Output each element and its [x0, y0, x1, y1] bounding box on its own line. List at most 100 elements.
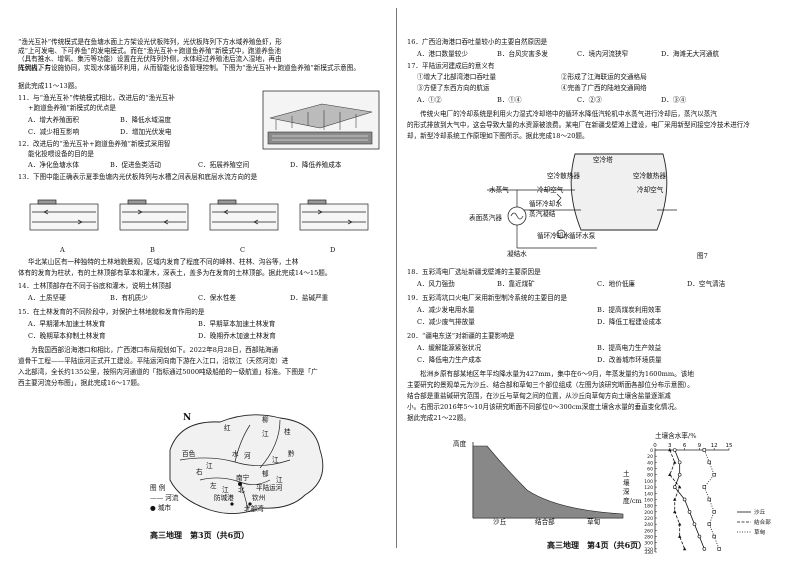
q13-label-a: A [60, 246, 65, 254]
q19-stem: 19．五彩湾坑口火电厂采用新型制冷系统的主要目的是 [407, 294, 568, 302]
map-label-he: 河 [244, 452, 251, 460]
q17-item-2: ②形成了江海联运的交通格局 [561, 73, 647, 81]
q14-stem: 14．土林顶部存在不同于谷底和灌木，说明土林顶部 [18, 282, 172, 290]
map-label-hong: 红 [224, 424, 231, 432]
map-label-bei: 北 [238, 486, 245, 494]
diagram-label-radiator-left: 空冷散热器 [547, 172, 580, 180]
map-label-zuo-jiang: 江 [222, 486, 229, 494]
q14-option-b: B．有机质少 [110, 294, 148, 302]
q15-option-d: D．晚期乔木加速土林发育 [198, 332, 276, 340]
q12-option-c: C．拓展养殖空间 [198, 161, 250, 169]
q13-flow-diagrams [29, 199, 369, 231]
para21-line-4: 小。右图示2016年5～10月该研究断面不同部位0～300cm深度土壤含水量的垂… [407, 403, 681, 411]
y-tick-label: 220 [644, 516, 653, 522]
map-label-liu: 柳 [262, 416, 269, 424]
para21-line-2: 主要研究的景观单元为沙丘、结合部和草甸三个部位组成（左图为该研究断面各部位分布示… [407, 381, 694, 389]
q16-option-a: A．港口数量较少 [417, 50, 468, 58]
map-label-gui-jiang: 黔 [288, 450, 295, 458]
para18-line-2: 的形式排放到大气中，这会导致大量的水资源被浪费。某电厂在新疆戈壁滩上建设，电厂采… [407, 121, 750, 129]
x-tick-label: 6 [683, 443, 687, 449]
q15-stem: 15．在土林发育的不同阶段中，对保护土林地貌和发育作用的是 [18, 308, 205, 316]
data-point [702, 448, 707, 452]
profile-x-sand: 沙丘 [493, 518, 507, 526]
q20-option-d: D．改善城市环境质量 [597, 356, 662, 364]
data-point [682, 497, 687, 502]
q19-option-c: C．减少废气排放量 [417, 318, 475, 326]
map-label-qinzhou: 钦州 [252, 494, 266, 502]
data-point [717, 547, 721, 551]
q14-option-d: D．盐碱严重 [290, 294, 329, 302]
q11-option-c: C．减少相互影响 [28, 128, 80, 136]
y-tick-label: 40 [647, 460, 653, 466]
q20-option-c: C．降低电力生产成本 [417, 356, 482, 364]
profile-ylabel: 高度 [453, 440, 467, 448]
diagram-label-circ-pump: 循环水泵 [569, 232, 596, 240]
map-label-nanning: 南宁 [236, 474, 250, 482]
q20-option-a: A．缓解能源紧张状况 [417, 344, 482, 352]
q18-option-c: C．地价低廉 [597, 280, 636, 288]
q15-option-c: C．晚期草本抑制土林发育 [28, 332, 106, 340]
q15-option-b: B．早期草本加速土林发育 [198, 320, 276, 328]
q17-item-3: ③方便了东西方向的航运 [417, 84, 490, 92]
q19-option-b: B．提高煤炭利用效率 [597, 306, 662, 314]
data-point [668, 448, 672, 452]
x-tick-label: 9 [698, 443, 702, 449]
legend-label: 沙丘 [754, 509, 766, 516]
map-label-qian: 江 [272, 456, 279, 464]
data-point [677, 522, 682, 526]
q12-stem-1: 12．改进后的“渔光互补+跑道鱼养殖”新模式采用智 [18, 140, 171, 148]
data-point [712, 534, 716, 539]
y-tick-label: 200 [644, 510, 653, 516]
lower-intro-line-4: 西主要河流分布图」，据此完成16～17题。 [18, 379, 144, 387]
y-tick-label: 320 [644, 547, 653, 553]
mid-intro-line-1: 华北某山区有一种独特的土林地貌景观，区域内发育了程度不同的峰林、柱林、沟谷等，土… [28, 258, 299, 266]
q11-stem-2: +跑道鱼养殖”新模式的优点是 [28, 104, 117, 112]
q13-stem: 13．下图中能正确表示夏季鱼塘内光伏板阵列与水槽之间表层和底层水流方向的是 [18, 173, 258, 181]
map-label-yu: 郁 [262, 470, 269, 478]
map-label-liu-jiang: 江 [262, 430, 269, 438]
q18-option-d: D．空气清洁 [687, 280, 726, 288]
data-point [673, 460, 677, 464]
q12-stem-2: 能化投喂设备的目的是 [28, 150, 94, 158]
q13-label-c: C [240, 246, 246, 254]
q17-option-d: D．③④ [661, 96, 687, 104]
x-tick-label: 3 [668, 443, 672, 449]
diagram-label-circ-water-bottom: 循环冷却水 [537, 232, 570, 240]
diagram-label-surface-condenser: 表面蒸汽器 [469, 214, 502, 222]
q11-stem-1: 11．与“渔光互补”传统模式相比，改进后的“渔光互补 [18, 94, 175, 102]
q18-option-a: A．风力强劲 [417, 280, 455, 288]
cooling-system-diagram [487, 153, 677, 249]
map-label-baise: 百色 [182, 450, 196, 458]
lower-intro-line-2: 道骨干工程——平陆运河正式开工建设。平陆运河向南下游在入江口，沿钦江（天然河流）… [18, 357, 289, 365]
y-tick-label: 260 [644, 528, 653, 534]
q14-option-c: C．保水性差 [198, 294, 237, 302]
q16-option-c: C．境内河流狭窄 [577, 50, 629, 58]
lower-intro-line-3: 入北部湾，全长约135公里，按照内河通道的「指标通过5000吨级船舶的一级航道」… [18, 368, 318, 376]
data-point [692, 522, 697, 526]
map-label-you: 右 [196, 468, 203, 476]
data-point [702, 547, 707, 551]
x-tick-label: 15 [726, 443, 733, 449]
y-tick-label: 80 [647, 473, 653, 479]
q19-option-a: A．减少发电用水量 [417, 306, 475, 314]
map-label-beibu-gulf: 北部湾 [244, 505, 264, 513]
data-point [677, 460, 682, 465]
map-label-gui: 桂 [284, 428, 291, 436]
data-point [677, 472, 682, 477]
diagram-figure-number: 图7 [697, 252, 708, 260]
q17-item-4: ④完善了广西的陆地交通网络 [561, 84, 647, 92]
diagram-label-condensate: 凝结水 [507, 250, 527, 258]
page-4: 16．广西沿海港口吞吐量较小的主要自然原因是 A．港口数量较少 B．台风灾害多发… [397, 0, 794, 561]
y-tick-label: 0 [650, 448, 653, 454]
data-point [682, 547, 687, 551]
para18-line-1: 传统火电厂的冷却系统是利用火力湿式冷却塔中的循环水降低汽轮机中水蒸气进行冷却后，… [407, 110, 717, 118]
diagram-label-steam: 水蒸气 [489, 186, 509, 194]
diagram-label-cool-air-left: 冷却空气 [537, 186, 564, 194]
y-tick-label: 180 [644, 504, 653, 510]
q13-label-b: B [150, 246, 155, 254]
q17-stem: 17．平陆运河建成后的意义有 [407, 62, 495, 70]
data-point [677, 534, 682, 538]
q18-option-b: B．靠近煤矿 [497, 280, 535, 288]
map-label-zuo: 左 [210, 482, 217, 490]
map-north-arrow: N [183, 413, 192, 423]
